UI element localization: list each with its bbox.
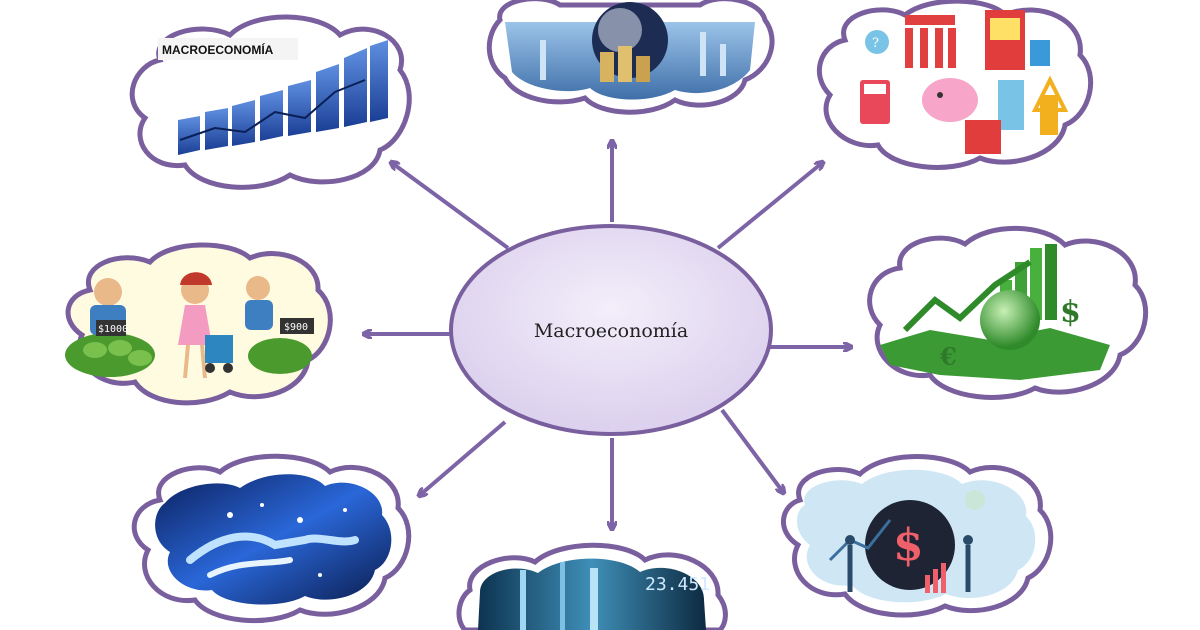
stock-ticker-icon: 23.451 (478, 558, 710, 630)
dollar-symbol: $ (1060, 295, 1081, 330)
arrow-to-dollar-finance (720, 408, 783, 492)
digital-handshake-icon (155, 474, 392, 605)
market-vendors-icon: $1000 $900 (65, 272, 314, 379)
coins-globe-icon (505, 2, 755, 100)
price-tag-1000: $1000 (98, 324, 128, 335)
cloud-green-globe: $ € (867, 225, 1149, 400)
euro-symbol: € (939, 342, 957, 371)
center-node: Macroeconomía (449, 224, 773, 436)
bar-chart-title: MACROECONOMÍA (162, 42, 274, 57)
top-left-card (158, 38, 298, 60)
price-tag-900: $900 (284, 322, 308, 333)
bank-piggybank-icon: ? (860, 10, 1069, 154)
cloud-market-vendors: $1000 $900 (65, 242, 333, 406)
dollar-sign-finance: $ (893, 520, 924, 571)
center-label: Macroeconomía (534, 320, 688, 342)
cloud-handshake (131, 453, 412, 624)
arrow-to-bar-chart (392, 163, 510, 250)
arrow-to-handshake (420, 420, 507, 495)
dollar-finance-icon: $ (796, 469, 1036, 603)
connector-arrows (365, 142, 850, 528)
cloud-dollar-finance: $ (780, 454, 1054, 618)
green-growth-globe-icon: $ € (880, 244, 1110, 380)
cloud-stock-board: 23.451 (456, 542, 728, 630)
bar-chart-icon (178, 40, 388, 155)
svg-text:?: ? (872, 36, 879, 51)
cloud-coins-globe (486, 0, 775, 115)
cloud-economy-icons: ? (816, 0, 1094, 170)
cloud-bar-chart: MACROECONOMÍA (129, 14, 412, 190)
stock-digits: 23.451 (645, 574, 710, 595)
arrow-to-economy-icons (716, 163, 822, 250)
